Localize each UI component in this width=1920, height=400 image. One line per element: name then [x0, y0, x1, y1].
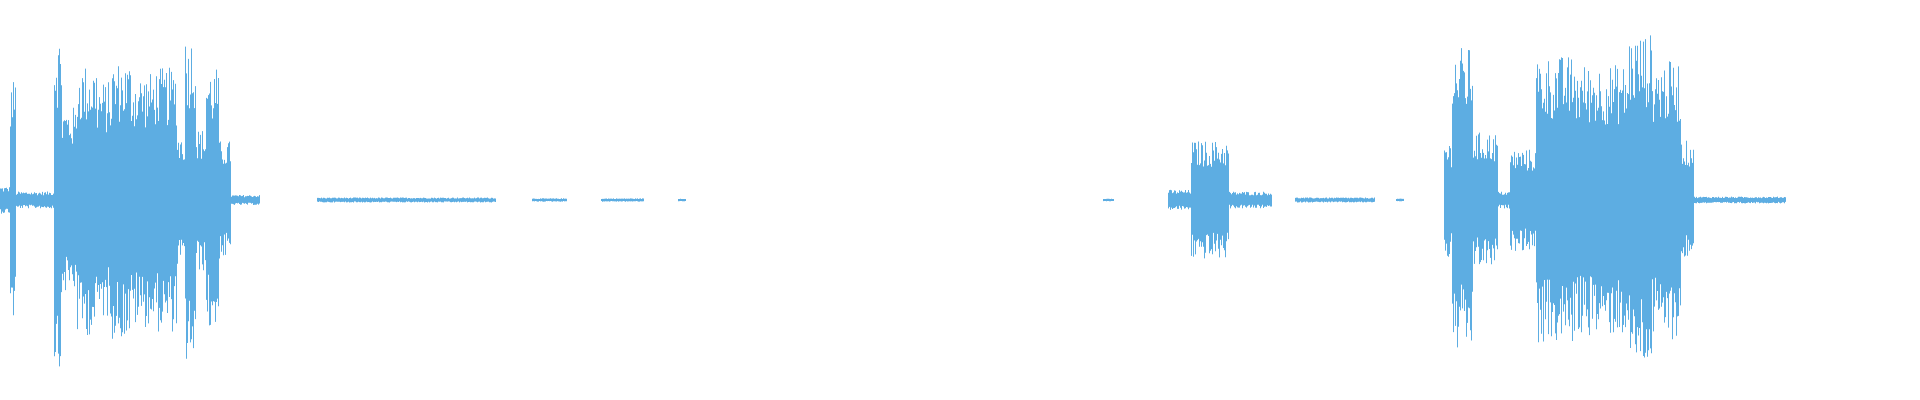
- waveform-bars: [0, 35, 1786, 367]
